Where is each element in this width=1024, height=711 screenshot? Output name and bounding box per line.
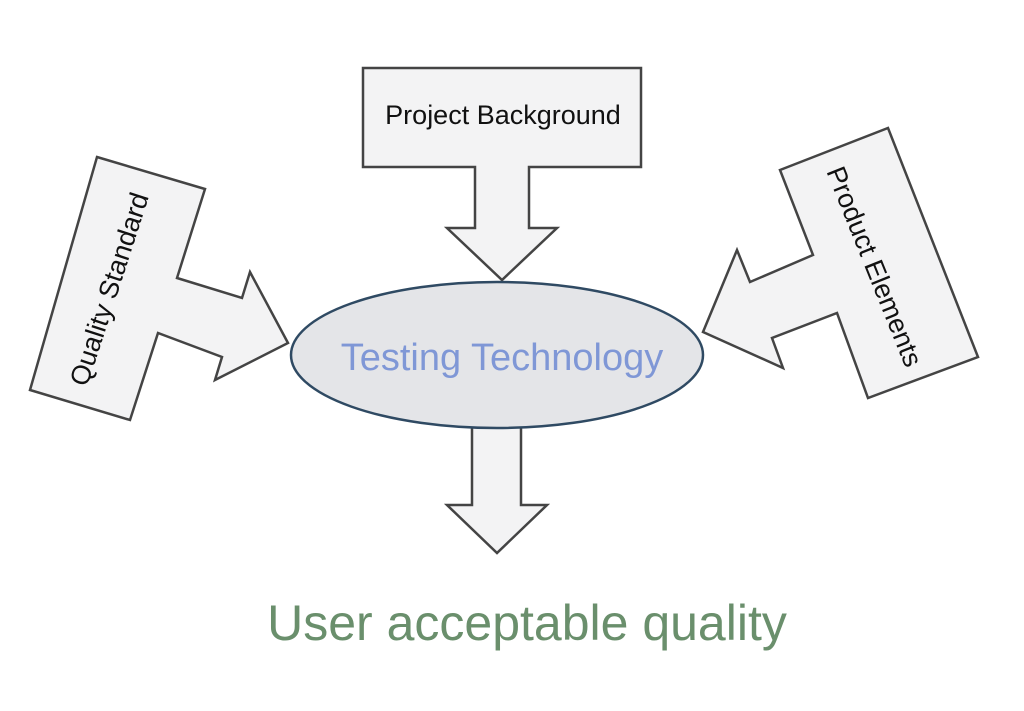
project-background-node: Project Background [361,66,643,282]
output-label: User acceptable quality [267,595,787,651]
project-background-arrow-shape [361,66,643,282]
quality-standard-arrow-shape [28,155,290,422]
testing-technology-node: Testing Technology [289,280,705,430]
product-elements-node: Product Elements [701,126,980,400]
product-elements-arrow-shape [701,126,980,400]
center-ellipse [289,280,705,430]
testing-technology-label: Testing Technology [341,337,664,379]
output-arrow [443,418,551,555]
quality-standard-node: Quality Standard [28,155,290,422]
project-background-label: Project Background [385,100,621,130]
